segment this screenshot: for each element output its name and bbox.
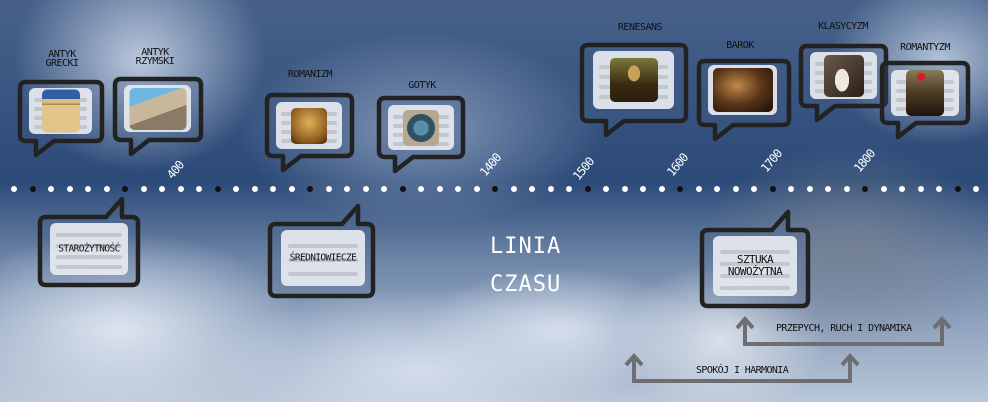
timeline-minor-dot [880,186,887,192]
bubble-antyk-rzymski[interactable] [112,76,204,157]
timeline-minor-dot [473,186,480,192]
bubble-starozytnosc[interactable]: STAROŻYTNOŚĆ [37,196,141,288]
timeline-minor-dot [917,186,924,192]
baroque-image [712,68,773,112]
period-label-antyk-grecki: ANTYK GRECKI [45,49,79,69]
period-label-antyk-rzymski: ANTYK RZYMSKI [135,47,175,67]
timeline-minor-dot [936,186,942,192]
arrow-bracket-classic [632,357,852,383]
timeline-major-dot [954,186,961,192]
period-label-barok: BAROK [726,40,754,51]
period-label-gotyk: GOTYK [408,80,436,91]
timeline-minor-dot [233,186,239,192]
bubble-romantyzm[interactable] [879,60,971,140]
timeline-major-dot [122,186,128,192]
bubble-antyk-grecki[interactable] [17,79,105,158]
timeline-minor-dot [547,186,554,192]
timeline-minor-dot [640,186,646,192]
classical-sculpture-image [823,54,864,97]
arrow-heads-classic [624,352,860,367]
timeline-minor-dot [344,186,350,192]
timeline-major-dot [677,186,683,192]
timeline-minor-dot [103,186,110,192]
timeline-minor-dot [825,186,831,192]
bubble-romanizm[interactable] [264,92,355,173]
liberty-image [906,70,944,116]
timeline-minor-dot [899,186,905,192]
parthenon-image [41,89,80,133]
timeline-minor-dot [48,186,54,192]
bubble-barok[interactable] [696,58,792,142]
annotation-modern: PRZEPYCH, RUCH I DYNAMIKA [776,323,912,334]
timeline-minor-dot [455,186,461,192]
gothic-window-image [403,109,439,146]
timeline-minor-dot [714,186,720,192]
era-label-sredniowiecze: ŚREDNIOWIECZE [289,252,357,264]
timeline-minor-dot [529,186,535,192]
timeline-minor-dot [732,186,739,192]
timeline-minor-dot [11,186,17,192]
timeline-major-dot [584,186,591,192]
timeline-major-dot [399,186,406,192]
timeline-minor-dot [806,186,813,192]
timeline-minor-dot [381,186,387,192]
mona-lisa-image [609,58,658,102]
colosseum-image [129,87,186,130]
bubble-renesans[interactable] [579,42,689,138]
annotation-classic: SPOKÓJ I HARMONIA [696,365,789,376]
timeline-major-dot [492,186,498,192]
timeline-minor-dot [973,186,979,192]
bubble-sztuka-nowozytna[interactable]: SZTUKA NOWOŻYTNA [699,209,811,309]
timeline-minor-dot [196,186,202,192]
timeline-minor-dot [566,186,572,192]
timeline-minor-dot [288,186,295,192]
timeline-major-dot [307,186,313,192]
timeline-minor-dot [621,186,628,192]
timeline-minor-dot [66,186,73,192]
timeline-minor-dot [177,186,184,192]
timeline-minor-dot [658,186,665,192]
timeline-minor-dot [510,186,517,192]
period-label-renesans: RENESANS [617,22,663,33]
timeline-minor-dot [603,186,609,192]
timeline-major-dot [862,186,868,192]
title-line-2: CZASU [490,272,562,297]
romanesque-image [291,107,327,144]
bubble-klasycyzm[interactable] [798,43,889,123]
period-label-romanizm: ROMANIZM [287,69,333,80]
timeline-minor-dot [140,186,147,192]
timeline-minor-dot [418,186,424,192]
timeline-minor-dot [751,186,757,192]
period-label-romantyzm: ROMANTYZM [900,42,950,53]
timeline-title: LINIA CZASU [490,228,561,304]
era-label-starozytnosc: STAROŻYTNOŚĆ [58,243,120,255]
timeline-minor-dot [270,186,276,192]
timeline-minor-dot [251,186,258,192]
timeline-major-dot [29,186,36,192]
timeline-minor-dot [159,186,165,192]
era-label-sztuka-nowozytna: SZTUKA NOWOŻYTNA [727,253,783,278]
timeline-major-dot [214,186,221,192]
timeline-minor-dot [788,186,794,192]
arrow-bracket-modern [743,320,944,346]
bubble-gotyk[interactable] [376,95,466,174]
timeline-minor-dot [325,186,332,192]
timeline-minor-dot [695,186,702,192]
bubble-sredniowiecze[interactable]: ŚREDNIOWIECZE [267,203,376,299]
timeline-major-dot [769,186,776,192]
timeline-minor-dot [843,186,850,192]
timeline-minor-dot [362,186,369,192]
timeline-minor-dot [436,186,443,192]
title-line-1: LINIA [490,234,562,259]
arrow-heads-modern [735,315,952,330]
period-label-klasycyzm: KLASYCYZM [818,21,868,32]
timeline-minor-dot [85,186,91,192]
